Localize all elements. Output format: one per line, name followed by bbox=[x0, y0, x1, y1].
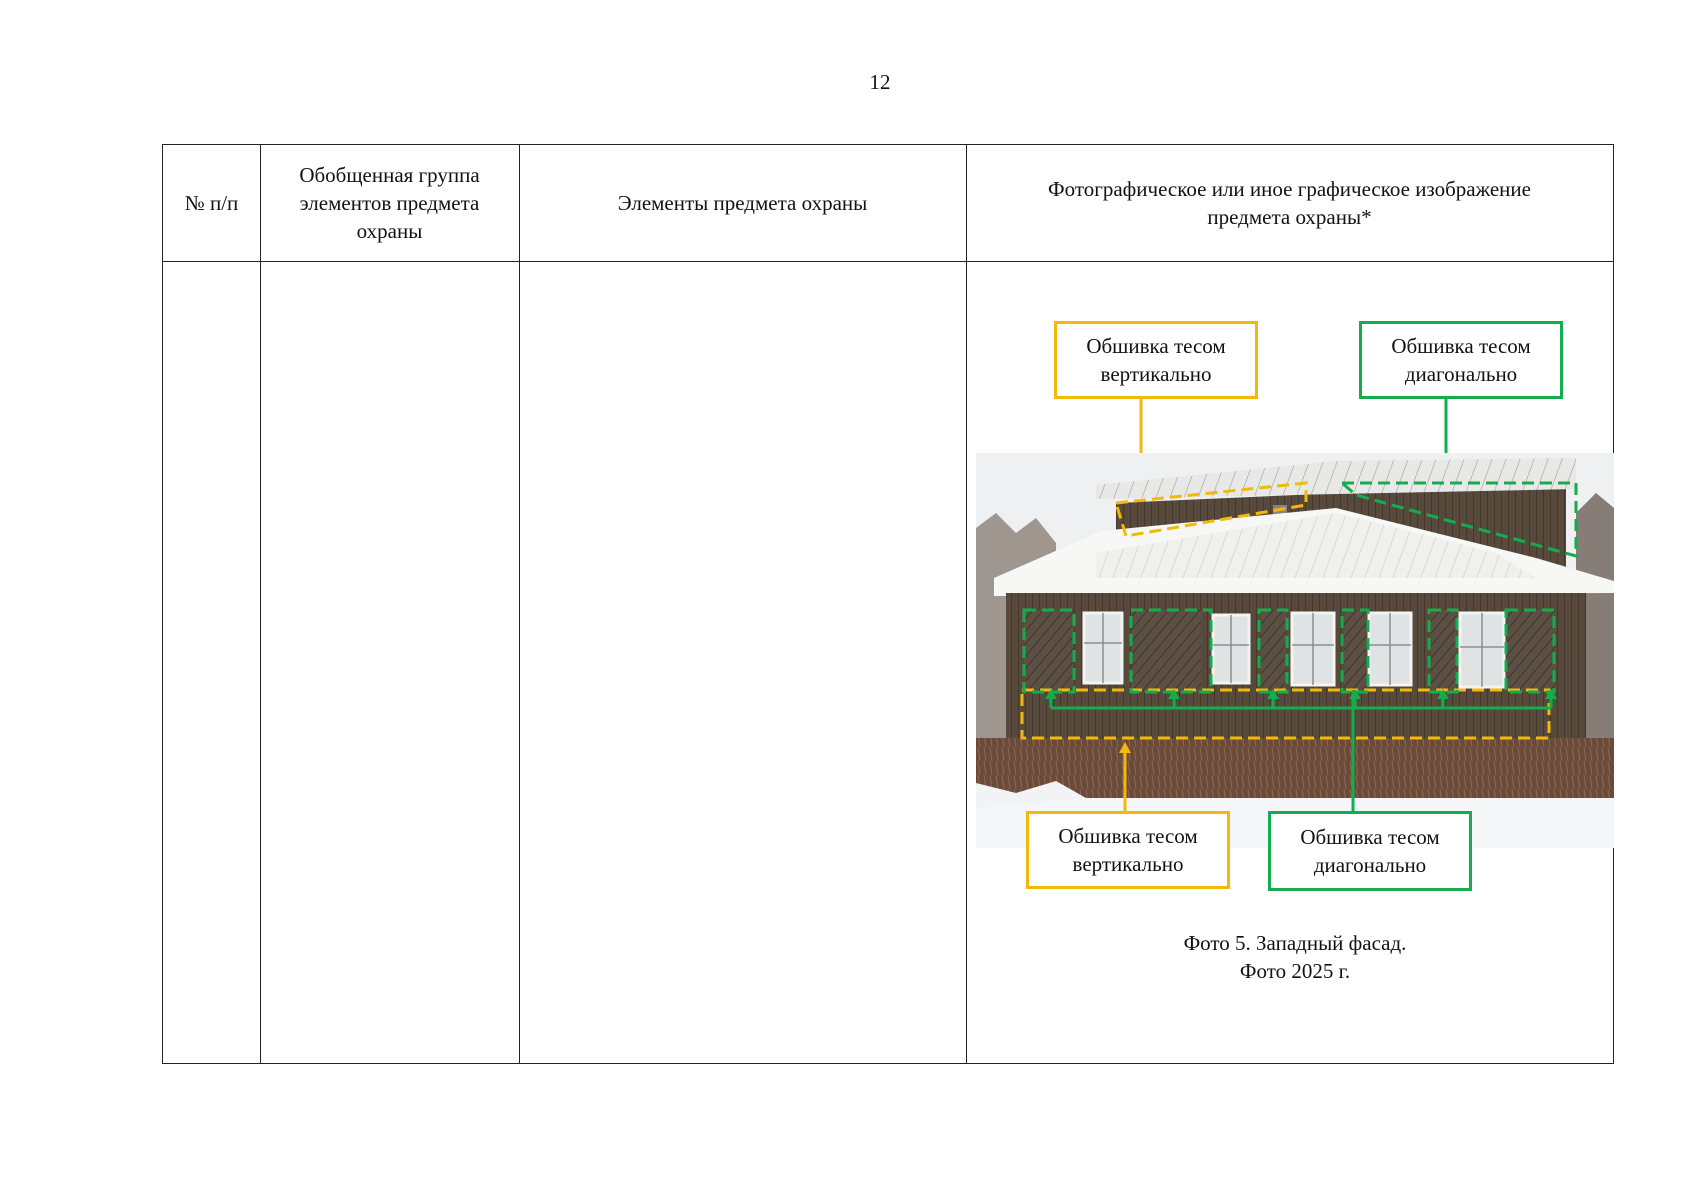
page-number: 12 bbox=[869, 70, 891, 94]
header-number: № п/п bbox=[184, 191, 239, 215]
caption-line-2: Фото 2025 г. bbox=[1239, 959, 1351, 983]
house-facade-photo bbox=[976, 453, 1614, 848]
header-divider bbox=[163, 261, 1613, 262]
caption-line-1: Фото 5. Западный фасад. bbox=[1183, 931, 1407, 955]
header-element-group: Обобщенная группа элементов предмета охр… bbox=[299, 163, 480, 243]
header-elements: Элементы предмета охраны bbox=[617, 191, 868, 215]
column-divider bbox=[966, 145, 967, 1063]
label-vertical-boarding-top: Обшивка тесом вертикально bbox=[1054, 321, 1258, 399]
label-diagonal-boarding-bottom: Обшивка тесом диагонально bbox=[1268, 811, 1472, 891]
column-divider bbox=[519, 145, 520, 1063]
header-image: Фотографическое или иное графическое изо… bbox=[1048, 177, 1531, 229]
leader-lines bbox=[1139, 395, 1448, 453]
column-divider bbox=[260, 145, 261, 1063]
label-diagonal-boarding-top: Обшивка тесом диагонально bbox=[1359, 321, 1563, 399]
label-vertical-boarding-bottom: Обшивка тесом вертикально bbox=[1026, 811, 1230, 889]
photo-caption: Фото 5. Западный фасад. Фото 2025 г. bbox=[976, 929, 1614, 985]
protection-table: № п/п Обобщенная группа элементов предме… bbox=[162, 144, 1614, 1064]
